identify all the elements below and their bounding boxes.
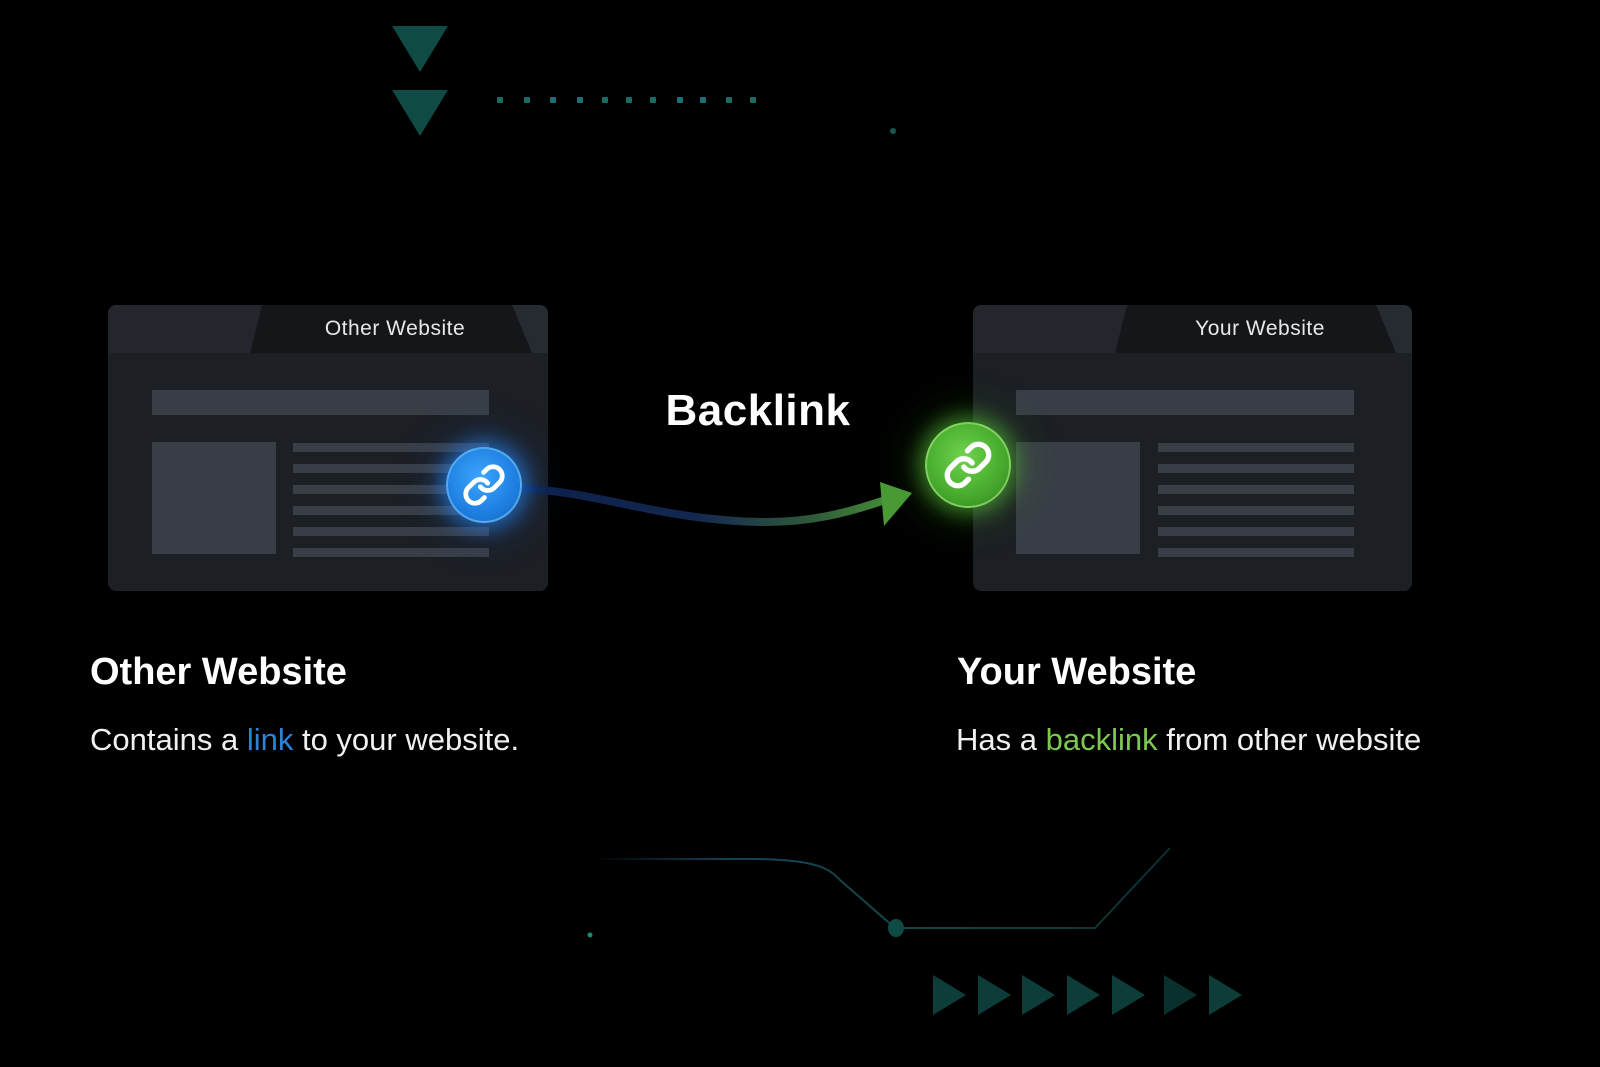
decor-triangle-right-icon — [1022, 975, 1055, 1015]
placeholder-text-line — [1158, 443, 1354, 452]
backlink-title: Backlink — [665, 386, 851, 435]
other-website-description: Contains a link to your website. — [90, 722, 519, 758]
placeholder-text-line — [1158, 485, 1354, 494]
decor-dot — [750, 97, 756, 103]
decor-dot — [577, 97, 583, 103]
card-tab — [1115, 305, 1405, 353]
your-website-heading: Your Website — [957, 651, 1197, 693]
placeholder-text-line — [293, 527, 489, 536]
decor-triangle-right-icon — [1164, 975, 1197, 1015]
highlight-link-text: link — [246, 722, 294, 757]
decor-dot — [550, 97, 556, 103]
decor-dot — [700, 97, 706, 103]
decor-dot — [497, 97, 503, 103]
arrow-head-icon — [880, 482, 912, 526]
highlight-backlink-text: backlink — [1045, 722, 1158, 757]
decor-dot — [602, 97, 608, 103]
placeholder-image — [1016, 442, 1140, 554]
description-text: Contains a — [90, 722, 247, 757]
placeholder-text-line — [1158, 506, 1354, 515]
decor-triangle-right-icon — [1067, 975, 1100, 1015]
decor-dot — [524, 97, 530, 103]
card-header — [973, 305, 1133, 353]
card-tab-label: Other Website — [324, 317, 466, 340]
card-tab-label: Your Website — [1195, 317, 1325, 340]
placeholder-text-line — [293, 548, 489, 557]
placeholder-title-bar — [1016, 390, 1354, 415]
decor-dot — [677, 97, 683, 103]
decor-triangle-right-icon — [933, 975, 966, 1015]
decor-dot — [626, 97, 632, 103]
card-tab — [250, 305, 540, 353]
decor-triangle-down-icon — [392, 26, 448, 72]
decor-triangle-right-icon — [1112, 975, 1145, 1015]
decor-dot — [890, 128, 896, 134]
placeholder-text-line — [1158, 548, 1354, 557]
your-website-description: Has a backlink from other website — [956, 722, 1421, 758]
placeholder-title-bar — [152, 390, 489, 415]
decor-triangle-right-icon — [978, 975, 1011, 1015]
description-text: Has a — [956, 722, 1046, 757]
your-website-card: Your Website — [973, 305, 1412, 591]
decor-dot — [726, 97, 732, 103]
other-website-heading: Other Website — [90, 651, 347, 693]
decor-triangle-down-icon — [392, 90, 448, 136]
description-text: from other website — [1157, 722, 1422, 757]
placeholder-image — [152, 442, 276, 554]
placeholder-text-line — [293, 506, 489, 515]
placeholder-text-line — [1158, 464, 1354, 473]
description-text: to your website. — [293, 722, 520, 757]
link-chain-icon — [446, 447, 522, 523]
backlink-chain-icon — [925, 422, 1011, 508]
card-header — [108, 305, 268, 353]
decor-dot — [650, 97, 656, 103]
placeholder-text-line — [293, 443, 489, 452]
placeholder-text-line — [1158, 527, 1354, 536]
placeholder-text-line — [293, 485, 489, 494]
placeholder-text-line — [293, 464, 489, 473]
decor-triangle-right-icon — [1209, 975, 1242, 1015]
